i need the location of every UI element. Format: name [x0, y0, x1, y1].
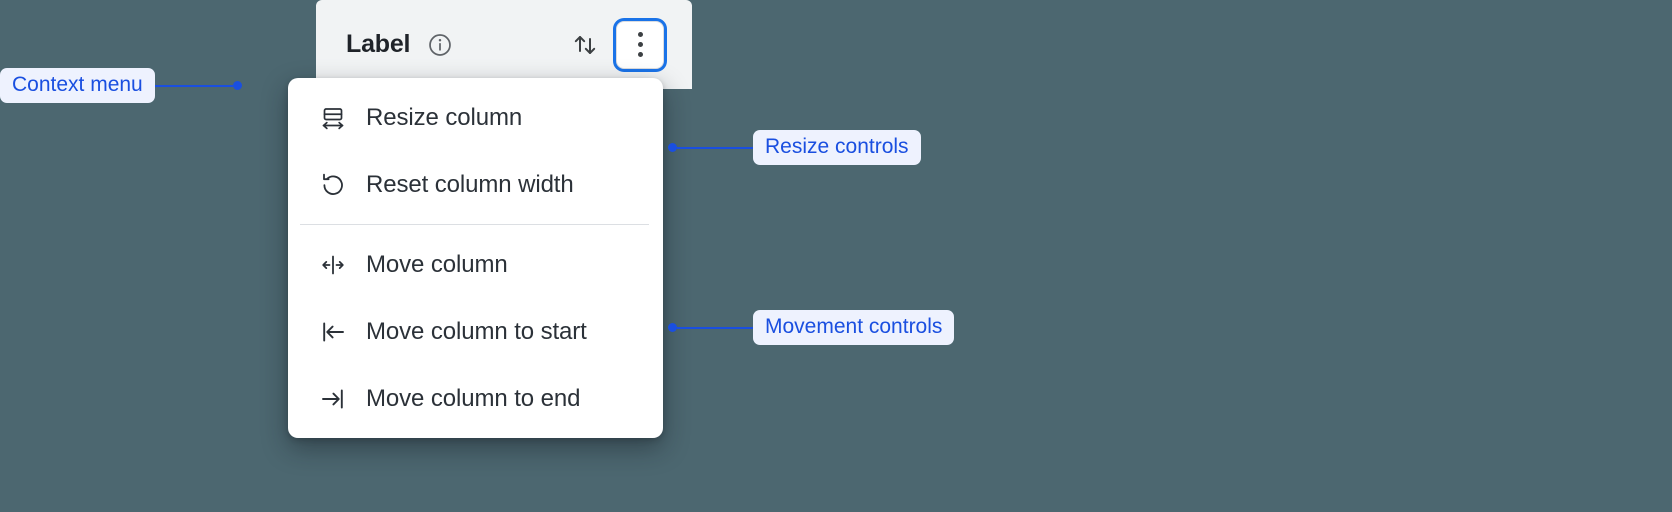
menu-item-label: Move column to end: [366, 384, 581, 412]
annotation-leader-line: [154, 84, 233, 87]
menu-item-label: Move column: [366, 250, 508, 278]
annotation-leader-line: [677, 146, 753, 149]
annotation-resize-controls: Resize controls: [668, 130, 921, 165]
annotation-context-menu: Context menu: [0, 68, 242, 103]
page-title: Label: [346, 30, 411, 58]
column-context-menu: Resize column Reset column width: [288, 78, 663, 438]
annotation-label: Resize controls: [753, 130, 921, 165]
menu-item-label: Resize column: [366, 103, 523, 131]
sort-up-down-icon[interactable]: [568, 28, 602, 62]
menu-item-resize-column[interactable]: Resize column: [288, 84, 663, 151]
annotation-label: Movement controls: [753, 310, 955, 345]
kebab-menu-icon: [637, 32, 643, 57]
annotation-anchor-dot: [232, 81, 242, 90]
resize-column-icon: [318, 103, 348, 133]
annotation-leader-line: [677, 326, 753, 329]
annotation-anchor-dot: [668, 143, 677, 152]
menu-group-resize: Resize column Reset column width: [288, 84, 663, 218]
menu-item-label: Move column to start: [366, 317, 587, 345]
menu-group-movement: Move column Move column to start: [288, 231, 663, 432]
annotation-label: Context menu: [0, 68, 155, 103]
column-menu-button[interactable]: [616, 20, 664, 69]
menu-item-move-column-to-start[interactable]: Move column to start: [288, 298, 663, 365]
reset-width-icon: [318, 170, 348, 200]
move-to-start-icon: [318, 317, 348, 347]
annotation-anchor-dot: [668, 323, 677, 332]
column-header-panel: Label: [316, 0, 692, 89]
column-header-content: Label: [316, 0, 692, 89]
move-to-end-icon: [318, 384, 348, 414]
move-column-icon: [318, 250, 348, 280]
menu-divider: [300, 224, 649, 225]
menu-item-move-column[interactable]: Move column: [288, 231, 663, 298]
menu-item-reset-column-width[interactable]: Reset column width: [288, 151, 663, 218]
menu-item-label: Reset column width: [366, 170, 574, 198]
annotation-movement-controls: Movement controls: [668, 310, 955, 345]
info-circle-icon[interactable]: [426, 31, 454, 59]
menu-item-move-column-to-end[interactable]: Move column to end: [288, 365, 663, 432]
